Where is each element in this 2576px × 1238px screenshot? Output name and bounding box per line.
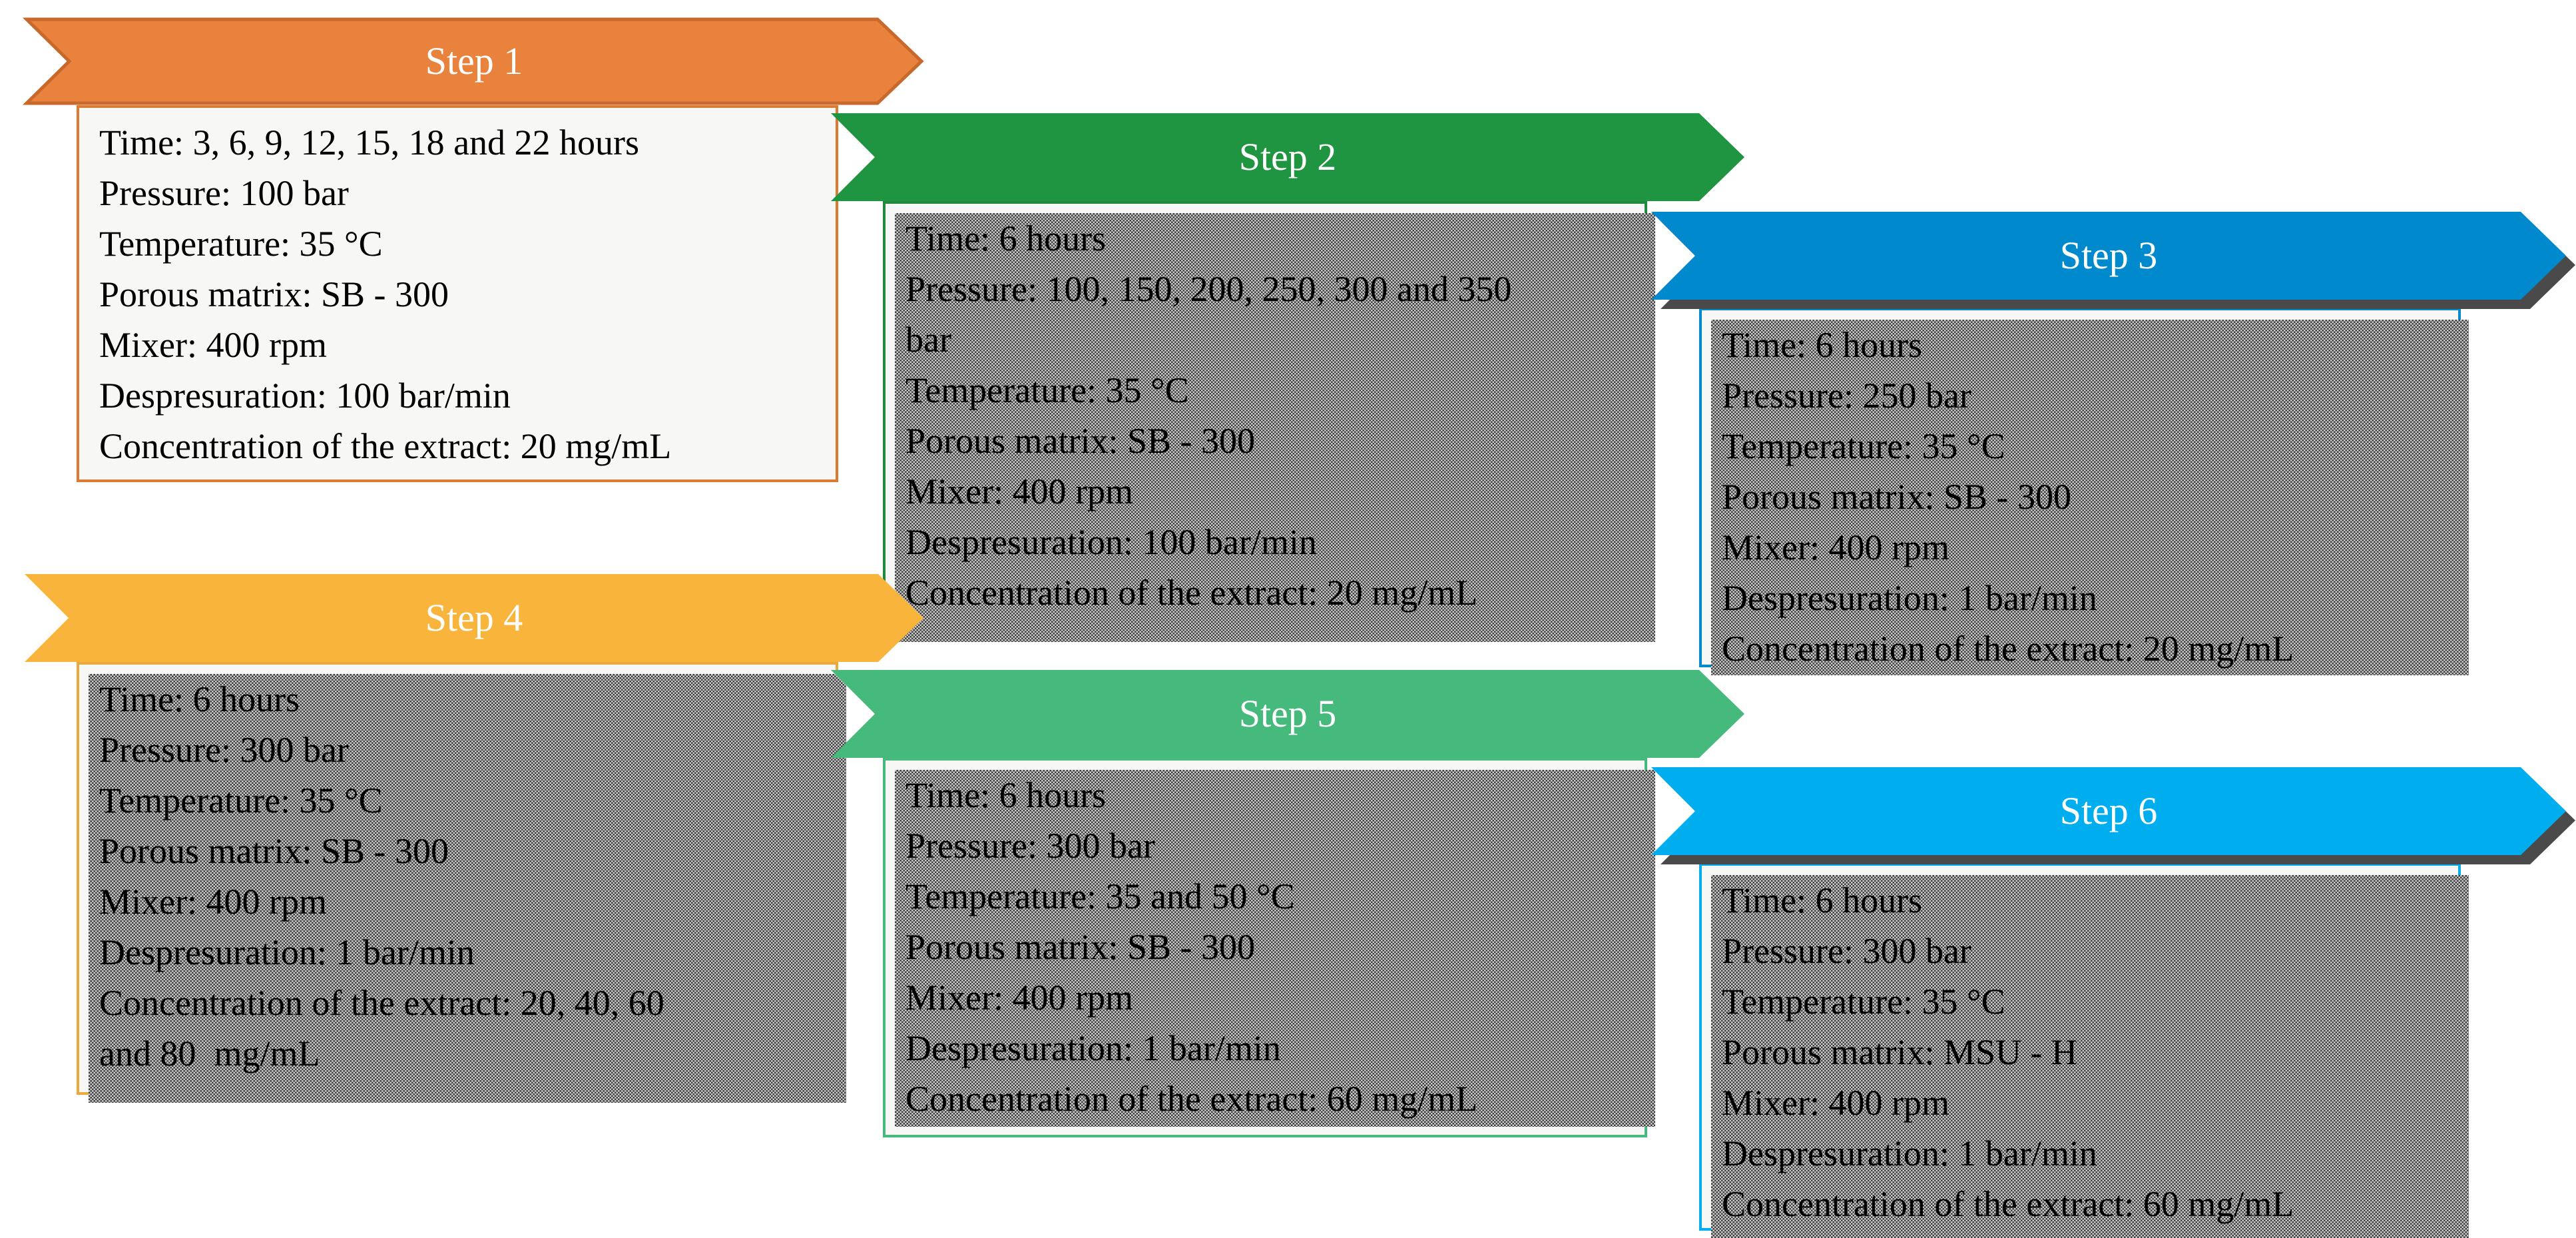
parameter-line: Despresuration: 100 bar/min [905,522,1317,562]
step-3-banner-arrow-icon [1651,212,2575,309]
step-2-banner-arrow-icon [831,113,1744,201]
parameter-line: Time: 3, 6, 9, 12, 15, 18 and 22 hours [99,123,640,162]
parameter-line: Mixer: 400 rpm [1722,527,1949,567]
parameter-line: Porous matrix: SB - 300 [905,421,1256,461]
parameter-line: Concentration of the extract: 60 mg/mL [1722,1184,2294,1224]
parameter-line: Pressure: 300 bar [1722,931,1971,971]
parameter-line: Despresuration: 1 bar/min [1722,1133,2097,1173]
parameter-line: Pressure: 100, 150, 200, 250, 300 and 35… [905,269,1512,309]
parameter-line: Pressure: 300 bar [99,730,349,770]
parameter-line: bar [905,320,951,360]
parameter-line: Temperature: 35 °C [1722,982,2005,1022]
step-6-banner-arrow-icon [1651,767,2575,864]
parameter-line: Porous matrix: SB - 300 [99,831,449,871]
step-3-parameters-box: Time: 6 hours Pressure: 250 bar Temperat… [1699,308,2469,675]
parameter-line: Mixer: 400 rpm [905,978,1133,1018]
parameter-line: Temperature: 35 °C [99,224,383,264]
parameter-line: Concentration of the extract: 20 mg/mL [1722,629,2294,669]
parameter-line: Mixer: 400 rpm [99,325,327,365]
step-1-banner-arrow-icon [22,17,924,105]
parameter-line: Mixer: 400 rpm [99,882,327,922]
parameter-line: Temperature: 35 °C [1722,426,2005,466]
parameter-line: Concentration of the extract: 60 mg/mL [905,1079,1478,1119]
parameter-line: Concentration of the extract: 20, 40, 60 [99,983,664,1023]
parameter-line: Porous matrix: SB - 300 [99,274,449,314]
step-4-banner-arrow-icon [25,574,923,662]
parameter-line: Porous matrix: SB - 300 [1722,477,2072,517]
parameter-line: Despresuration: 1 bar/min [99,932,475,972]
parameter-line: Concentration of the extract: 20 mg/mL [99,426,672,466]
parameter-line: Despresuration: 1 bar/min [905,1028,1281,1068]
parameter-line: Pressure: 250 bar [1722,376,1971,416]
step-4-parameters-box: Time: 6 hours Pressure: 300 bar Temperat… [77,662,846,1103]
parameter-line: Time: 6 hours [1722,325,1923,365]
step-1-parameters-box: Time: 3, 6, 9, 12, 15, 18 and 22 hours P… [77,105,838,482]
step-5-parameters-box: Time: 6 hours Pressure: 300 bar Temperat… [883,758,1655,1137]
parameter-line: Pressure: 300 bar [905,826,1155,866]
parameter-line: Temperature: 35 °C [905,370,1189,410]
parameter-line: Porous matrix: SB - 300 [905,927,1256,967]
parameter-line: Time: 6 hours [905,775,1107,815]
step-5-banner-arrow-icon [831,670,1744,758]
parameter-line: Pressure: 100 bar [99,173,349,213]
step-2-parameters-box: Time: 6 hours Pressure: 100, 150, 200, 2… [883,201,1655,642]
step-6-parameters-box: Time: 6 hours Pressure: 300 bar Temperat… [1699,863,2469,1238]
parameter-line: Temperature: 35 °C [99,780,383,820]
parameter-line: and 80 mg/mL [99,1034,320,1074]
parameter-line: Temperature: 35 and 50 °C [905,876,1295,916]
parameter-line: Concentration of the extract: 20 mg/mL [905,573,1478,613]
parameter-line: Despresuration: 100 bar/min [99,376,511,416]
parameter-line: Mixer: 400 rpm [1722,1083,1949,1123]
parameter-line: Time: 6 hours [99,679,300,719]
parameter-line: Time: 6 hours [905,218,1107,258]
parameter-line: Porous matrix: MSU - H [1722,1032,2078,1072]
parameter-line: Despresuration: 1 bar/min [1722,578,2097,618]
parameter-line: Mixer: 400 rpm [905,471,1133,511]
parameter-line: Time: 6 hours [1722,880,1923,920]
